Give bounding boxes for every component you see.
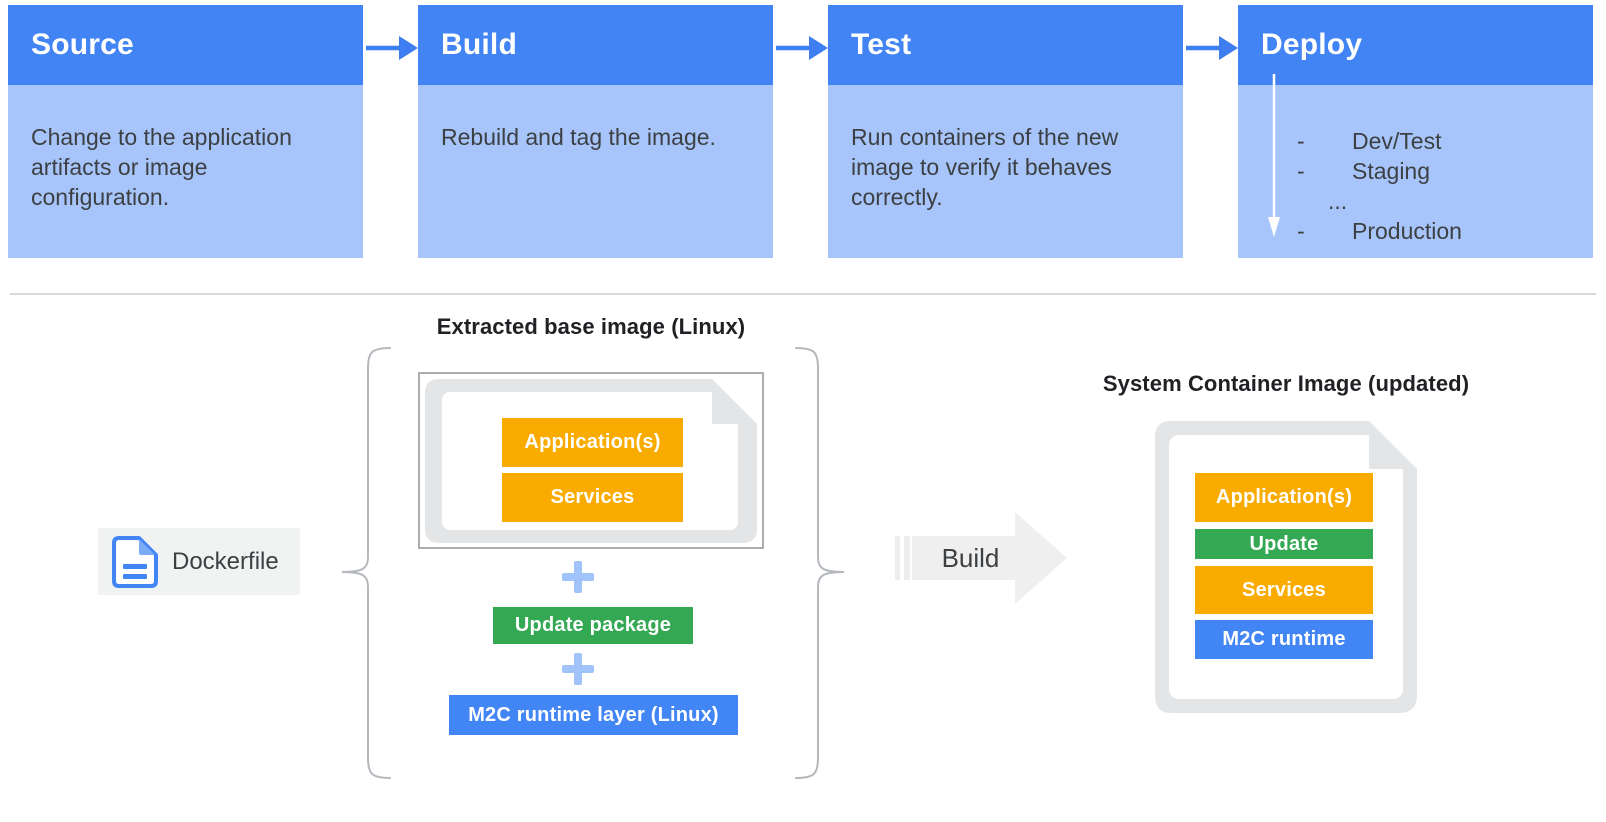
m2c-runtime-layer-box: M2C runtime layer (Linux) xyxy=(449,695,738,735)
layer-label: Application(s) xyxy=(1215,486,1353,508)
stage-test-body: Run containers of the new image to verif… xyxy=(828,85,1183,258)
dockerfile-chip: Dockerfile xyxy=(98,528,300,595)
deploy-item-label: Production xyxy=(1352,218,1462,244)
section-divider xyxy=(10,293,1596,295)
plus-icon xyxy=(562,561,594,593)
layer-label: Services xyxy=(1242,578,1326,601)
deploy-sequence-arrow-icon xyxy=(1268,74,1280,237)
deploy-item-bullet: - xyxy=(1297,218,1305,244)
base-layer-applications: Application(s) xyxy=(502,418,683,467)
stage-build: Build Rebuild and tag the image. xyxy=(418,5,773,258)
stage-test: Test Run containers of the new image to … xyxy=(828,5,1183,258)
stage-test-title: Test xyxy=(851,28,912,61)
build-arrow-icon xyxy=(895,512,1067,604)
stage-deploy-header: Deploy xyxy=(1238,5,1593,85)
deploy-item-bullet: - xyxy=(1297,128,1305,154)
deploy-item-label: Staging xyxy=(1352,158,1431,184)
layer-label: Update xyxy=(1249,532,1319,555)
stage-deploy: Deploy xyxy=(1238,5,1593,258)
arrow-build-to-test-icon xyxy=(776,36,828,60)
stage-build-description: Rebuild and tag the image. xyxy=(441,124,716,150)
result-layer-services: Services xyxy=(1195,566,1373,614)
deploy-item-bullet: - xyxy=(1297,158,1305,184)
deploy-item-label: Dev/Test xyxy=(1352,128,1442,154)
deploy-item-ellipsis: ... xyxy=(1297,186,1347,216)
stage-build-header: Build xyxy=(418,5,773,85)
deploy-item-dev-test: - Dev/Test xyxy=(1297,126,1441,156)
right-brace xyxy=(795,347,845,779)
stage-source-body: Change to the application artifacts or i… xyxy=(8,85,363,258)
dockerfile-label: Dockerfile xyxy=(172,547,279,575)
base-layer-services: Services xyxy=(502,473,683,522)
build-arrow-label: Build xyxy=(941,542,1000,573)
deploy-item-bullet xyxy=(1297,186,1328,216)
stage-source-description: Change to the application artifacts or i… xyxy=(31,124,292,210)
plus-icon xyxy=(562,653,594,685)
arrow-test-to-deploy-icon xyxy=(1186,36,1238,60)
arrow-source-to-build-icon xyxy=(366,36,418,60)
build-arrow: Build xyxy=(895,510,1070,606)
update-package-box: Update package xyxy=(493,607,693,644)
stage-source: Source Change to the application artifac… xyxy=(8,5,363,258)
stage-test-header: Test xyxy=(828,5,1183,85)
stage-build-body: Rebuild and tag the image. xyxy=(418,85,773,258)
stage-build-title: Build xyxy=(441,28,517,61)
deploy-item-staging: - Staging xyxy=(1297,156,1430,186)
layer-label: M2C runtime xyxy=(1222,628,1346,650)
result-layer-m2c-runtime: M2C runtime xyxy=(1195,620,1373,659)
left-brace xyxy=(341,347,391,779)
dockerfile-document-icon xyxy=(112,535,158,588)
result-layer-applications: Application(s) xyxy=(1195,473,1373,522)
deploy-item-production: - Production xyxy=(1297,216,1462,246)
layer-label: Update package xyxy=(514,614,672,636)
result-image-title: System Container Image (updated) xyxy=(1102,371,1470,396)
layer-label: M2C runtime layer (Linux) xyxy=(468,703,719,726)
layer-label: Application(s) xyxy=(524,431,661,453)
stage-test-description: Run containers of the new image to verif… xyxy=(851,124,1119,210)
stage-deploy-body xyxy=(1238,85,1593,258)
base-image-title: Extracted base image (Linux) xyxy=(436,314,746,339)
stage-deploy-title: Deploy xyxy=(1261,28,1363,61)
deploy-item-label: ... xyxy=(1328,188,1348,214)
stage-source-title: Source xyxy=(31,28,134,61)
stage-source-header: Source xyxy=(8,5,363,85)
layer-label: Services xyxy=(550,486,635,508)
result-layer-update: Update xyxy=(1195,529,1373,559)
